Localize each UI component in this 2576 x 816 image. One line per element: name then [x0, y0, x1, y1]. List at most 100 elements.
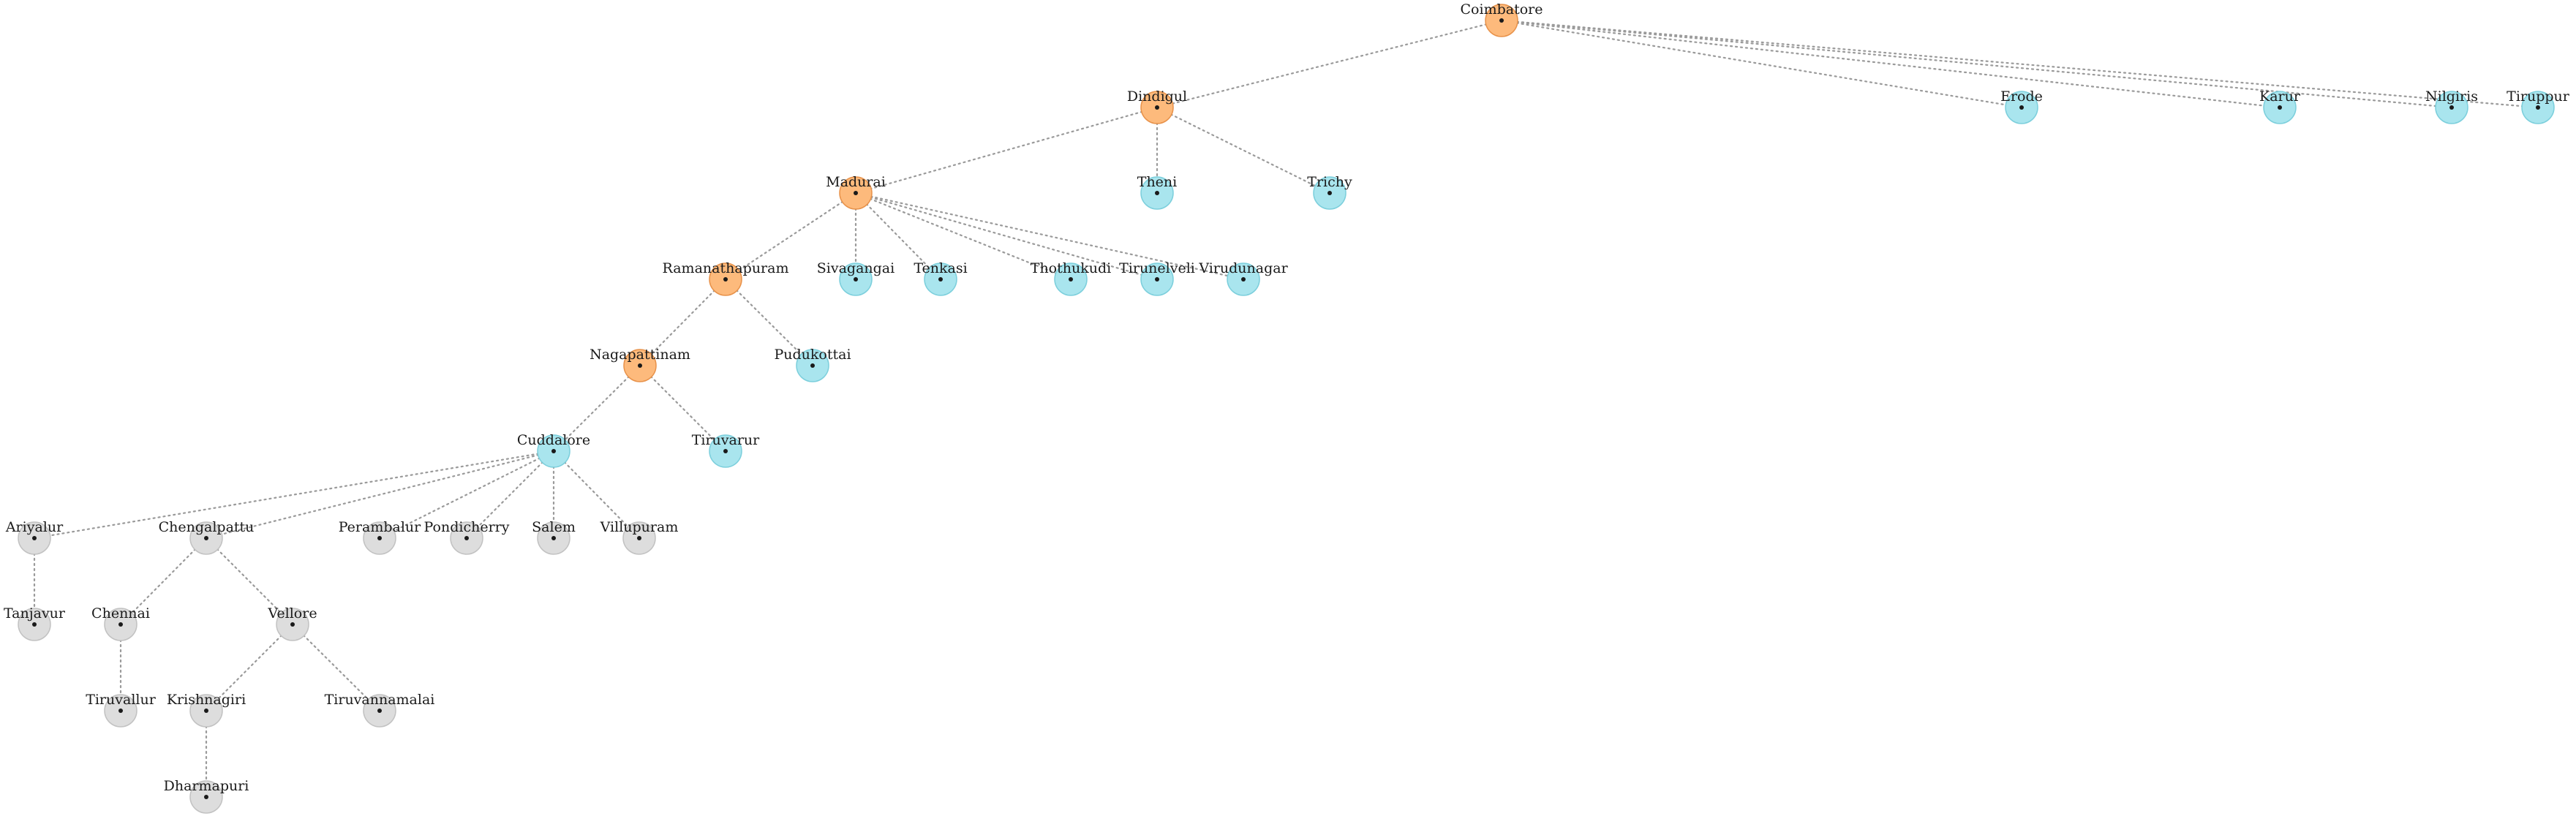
node-center-dot — [32, 536, 37, 540]
node-label: Villupuram — [600, 519, 679, 535]
edge-vellore-tiruvannamalai — [291, 623, 381, 712]
node-tenkasi: Tenkasi — [914, 260, 968, 296]
node-perambalur: Perambalur — [339, 519, 421, 555]
edge-coimbatore-erode — [1500, 19, 2023, 109]
node-label: Vellore — [267, 605, 317, 622]
node-label: Karur — [2259, 88, 2301, 105]
node-center-dot — [464, 536, 469, 540]
node-tanjavur: Tanjavur — [4, 605, 66, 641]
node-label: Cuddalore — [517, 432, 590, 448]
edge-nagapattinam-cuddalore — [552, 364, 641, 453]
node-center-dot — [118, 709, 123, 713]
node-center-dot — [637, 536, 641, 540]
node-label: Tiruvallur — [86, 692, 157, 708]
node-center-dot — [938, 277, 943, 282]
node-center-dot — [810, 363, 815, 368]
edge-cuddalore-villupuram — [552, 450, 641, 540]
edge-madurai-tenkasi — [854, 192, 942, 281]
node-center-dot — [1241, 277, 1246, 282]
node-nilgiris: Nilgiris — [2425, 88, 2478, 124]
node-label: Dharmapuri — [164, 778, 249, 794]
node-nagapattinam: Nagapattinam — [590, 347, 690, 382]
node-center-dot — [723, 449, 728, 453]
node-label: Pudukottai — [774, 347, 851, 363]
node-label: Madurai — [826, 174, 886, 190]
node-label: Perambalur — [339, 519, 421, 535]
node-krishnagiri: Krishnagiri — [167, 692, 246, 728]
node-chennai: Chennai — [91, 605, 150, 641]
node-label: Nilgiris — [2425, 88, 2478, 105]
node-center-dot — [1155, 191, 1159, 195]
node-label: Nagapattinam — [590, 347, 690, 363]
node-label: Tiruvarur — [692, 432, 760, 448]
node-label: Tenkasi — [914, 260, 967, 276]
node-label: Theni — [1137, 174, 1177, 190]
node-pudukottai: Pudukottai — [774, 347, 851, 382]
node-ariyalur: Ariyalur — [5, 519, 64, 555]
node-chengalpattu: Chengalpattu — [159, 519, 254, 555]
node-dindigul: Dindigul — [1127, 88, 1187, 124]
node-label: Thothukudi — [1031, 260, 1111, 276]
edges-layer — [33, 19, 2539, 798]
node-label: Coimbatore — [1461, 1, 1543, 18]
edge-nagapattinam-tiruvarur — [639, 364, 727, 453]
edge-ramanathapuram-nagapattinam — [639, 278, 727, 367]
node-center-dot — [1155, 105, 1159, 110]
node-center-dot — [204, 795, 208, 799]
node-center-dot — [1499, 18, 1504, 23]
edge-cuddalore-pondicherry — [465, 450, 555, 540]
node-label: Tanjavur — [4, 605, 66, 622]
node-label: Dindigul — [1127, 88, 1187, 105]
node-tiruvallur: Tiruvallur — [86, 692, 157, 728]
node-trichy: Trichy — [1307, 174, 1352, 210]
node-sivagangai: Sivagangai — [817, 260, 895, 296]
node-center-dot — [204, 709, 208, 713]
node-villupuram: Villupuram — [600, 519, 679, 555]
node-label: Krishnagiri — [167, 692, 246, 708]
edge-cuddalore-perambalur — [378, 450, 555, 540]
node-label: Tirunelveli — [1119, 260, 1195, 276]
node-center-dot — [118, 622, 123, 627]
node-label: Tiruppur — [2507, 88, 2570, 105]
node-tiruppur: Tiruppur — [2507, 88, 2570, 124]
edge-coimbatore-tiruppur — [1500, 19, 2539, 109]
node-center-dot — [723, 277, 728, 282]
node-center-dot — [638, 363, 642, 368]
node-ramanathapuram: Ramanathapuram — [662, 260, 789, 296]
edge-cuddalore-chengalpattu — [205, 450, 555, 540]
edge-madurai-virudunagar — [854, 192, 1245, 281]
node-label: Sivagangai — [817, 260, 895, 276]
node-label: Chennai — [91, 605, 150, 622]
node-center-dot — [2278, 105, 2282, 110]
edge-madurai-tirunelveli — [854, 192, 1159, 281]
node-center-dot — [854, 191, 858, 195]
node-center-dot — [377, 709, 382, 713]
node-dharmapuri: Dharmapuri — [164, 778, 249, 814]
node-center-dot — [2536, 105, 2540, 110]
node-center-dot — [204, 536, 208, 540]
node-vellore: Vellore — [267, 605, 317, 641]
edge-coimbatore-karur — [1500, 19, 2281, 109]
node-center-dot — [1155, 277, 1159, 282]
node-cuddalore: Cuddalore — [517, 432, 590, 468]
node-center-dot — [32, 622, 37, 627]
node-thothukudi: Thothukudi — [1031, 260, 1111, 296]
node-tiruvarur: Tiruvarur — [692, 432, 760, 468]
node-center-dot — [1069, 277, 1073, 282]
node-madurai: Madurai — [826, 174, 886, 210]
edge-coimbatore-dindigul — [1156, 19, 1503, 109]
node-pondicherry: Pondicherry — [424, 519, 510, 555]
node-label: Ariyalur — [5, 519, 64, 535]
node-center-dot — [377, 536, 382, 540]
edge-chengalpattu-vellore — [205, 537, 294, 626]
edge-chengalpattu-chennai — [119, 537, 208, 626]
node-label: Tiruvannamalai — [325, 692, 435, 708]
edge-vellore-krishnagiri — [205, 623, 294, 712]
edge-dindigul-trichy — [1156, 106, 1331, 194]
node-label: Pondicherry — [424, 519, 510, 535]
edge-coimbatore-nilgiris — [1500, 19, 2453, 109]
node-center-dot — [2449, 105, 2454, 110]
node-center-dot — [1327, 191, 1332, 195]
